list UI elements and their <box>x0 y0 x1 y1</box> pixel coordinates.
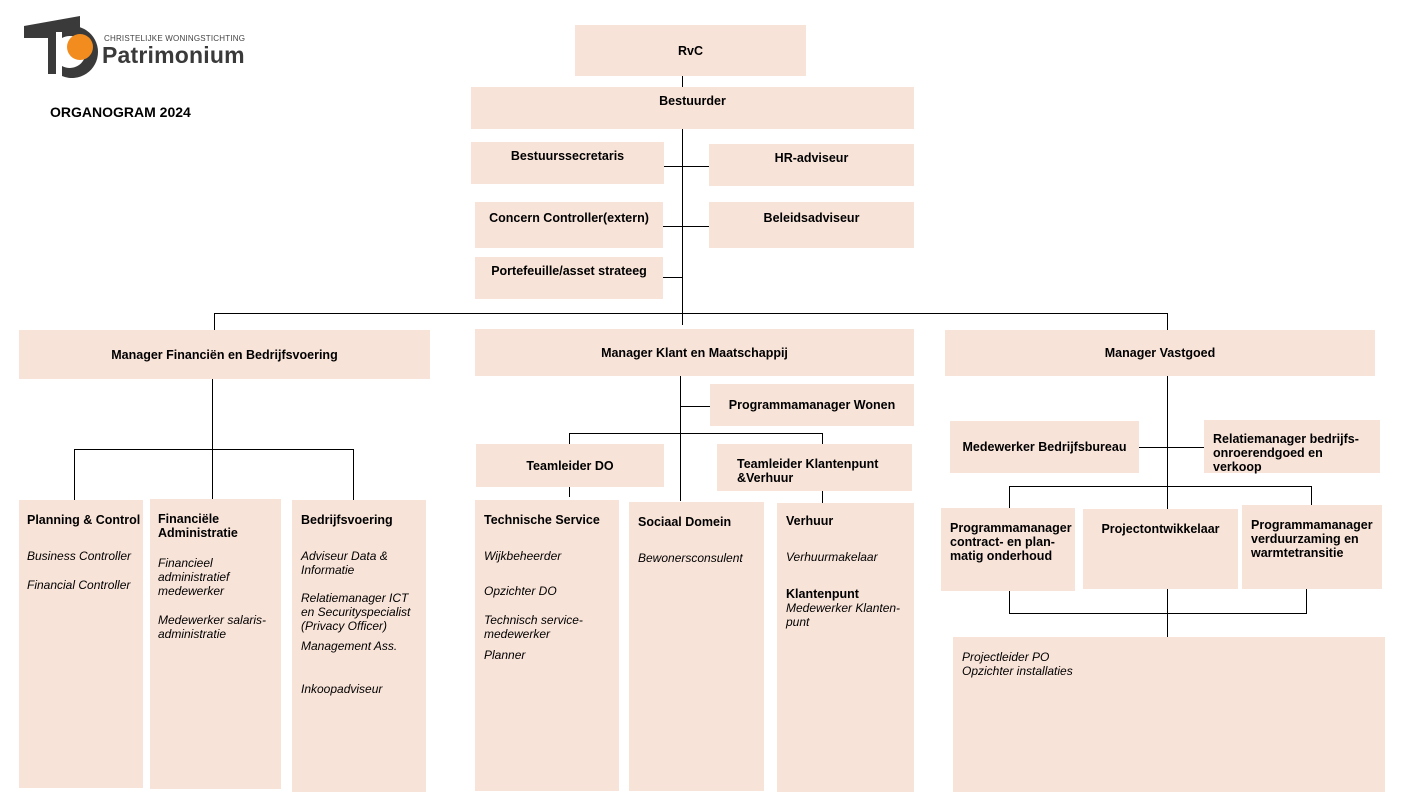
role-item: Adviseur Data & Informatie <box>301 549 388 577</box>
connector-line <box>1009 613 1307 614</box>
projectleider-box[interactable]: Projectleider PO Opzichter installaties <box>953 637 1385 792</box>
sociaal-domein-box[interactable]: Sociaal Domein Bewonersconsulent <box>629 502 764 791</box>
relatiemanager-label: Relatiemanager bedrijfs-onroerendgoed en… <box>1213 432 1359 474</box>
bedrijfsbureau-box[interactable]: Medewerker Bedrijfsbureau <box>950 421 1139 473</box>
klantenpunt-title: Klantenpunt <box>786 587 859 601</box>
connector-line <box>682 76 683 87</box>
manager-vastgoed-label: Manager Vastgoed <box>1104 346 1216 360</box>
financiele-administratie-box[interactable]: Financiële Administratie Financieel admi… <box>150 499 281 789</box>
teamleider-klantenpunt-label: Teamleider Klantenpunt &Verhuur <box>737 457 879 485</box>
manager-vastgoed-box[interactable]: Manager Vastgoed <box>945 330 1375 376</box>
connector-line <box>822 433 823 444</box>
role-item: Business Controller <box>27 549 132 563</box>
manager-klant-box[interactable]: Manager Klant en Maatschappij <box>475 329 914 376</box>
connector-line <box>664 166 709 167</box>
logo-subtitle: CHRISTELIJKE WONINGSTICHTING <box>104 34 246 43</box>
projectontwikkelaar-label: Projectontwikkelaar <box>1101 522 1220 536</box>
pm-onderhoud-label: Programmamanager contract- en plan-matig… <box>950 521 1072 563</box>
connector-line <box>1139 447 1204 448</box>
connector-line <box>74 449 354 450</box>
financiele-administratie-title: Financiële Administratie <box>158 512 238 540</box>
role-item: Medewerker salaris-administratie <box>158 613 267 641</box>
connector-line <box>822 491 823 503</box>
connector-line <box>663 226 709 227</box>
bestuurder-label: Bestuurder <box>659 94 726 108</box>
manager-financien-box[interactable]: Manager Financiën en Bedrijfsvoering <box>19 330 430 379</box>
manager-financien-label: Manager Financiën en Bedrijfsvoering <box>111 347 338 362</box>
portefeuille-label: Portefeuille/asset strateeg <box>491 264 647 278</box>
role-item: Management Ass. <box>301 639 398 653</box>
logo: CHRISTELIJKE WONINGSTICHTING Patrimonium <box>22 14 252 78</box>
rvc-box[interactable]: RvC <box>575 25 806 76</box>
teamleider-do-label: Teamleider DO <box>526 458 614 473</box>
projectontwikkelaar-box[interactable]: Projectontwikkelaar <box>1083 509 1238 589</box>
connector-line <box>74 449 75 500</box>
manager-klant-label: Manager Klant en Maatschappij <box>601 345 788 360</box>
connector-line <box>1009 486 1312 487</box>
programmamanager-wonen-box[interactable]: Programmamanager Wonen <box>710 384 914 426</box>
technische-service-title: Technische Service <box>484 513 600 527</box>
connector-line <box>1009 591 1010 613</box>
bedrijfsbureau-label: Medewerker Bedrijfsbureau <box>962 440 1127 454</box>
connector-line <box>682 129 683 325</box>
connector-line <box>353 449 354 500</box>
teamleider-do-box[interactable]: Teamleider DO <box>476 444 664 487</box>
connector-line <box>680 376 681 501</box>
beleidsadviseur-box[interactable]: Beleidsadviseur <box>709 202 914 248</box>
role-item: Medewerker Klanten-punt <box>786 601 901 629</box>
connector-line <box>569 433 570 444</box>
bedrijfsvoering-box[interactable]: Bedrijfsvoering Adviseur Data & Informat… <box>292 500 426 792</box>
connector-line <box>663 277 682 278</box>
role-item: Inkoopadviseur <box>301 682 383 696</box>
pm-verduurzaming-label: Programmamanager verduurzaming en warmte… <box>1251 518 1373 560</box>
hr-adviseur-box[interactable]: HR-adviseur <box>709 144 914 186</box>
beleidsadviseur-label: Beleidsadviseur <box>763 211 860 225</box>
teamleider-klantenpunt-box[interactable]: Teamleider Klantenpunt &Verhuur <box>717 444 912 491</box>
bedrijfsvoering-title: Bedrijfsvoering <box>301 513 393 527</box>
connector-line <box>680 406 710 407</box>
bestuurder-box[interactable]: Bestuurder <box>471 87 914 129</box>
connector-line <box>214 313 1168 314</box>
pm-verduurzaming-box[interactable]: Programmamanager verduurzaming en warmte… <box>1242 505 1382 589</box>
connector-line <box>1311 486 1312 506</box>
connector-line <box>569 433 823 434</box>
role-item: Opzichter DO <box>484 584 557 598</box>
role-item: Financial Controller <box>27 578 131 592</box>
page-title: ORGANOGRAM 2024 <box>50 104 191 120</box>
role-item: Projectleider PO <box>962 650 1050 664</box>
role-item: Wijkbeheerder <box>484 549 562 563</box>
role-item: Verhuurmakelaar <box>786 550 878 564</box>
role-item: Opzichter installaties <box>962 664 1073 678</box>
role-item: Financieel administratief medewerker <box>158 556 230 598</box>
planning-control-box[interactable]: Planning & Control Business Controller F… <box>19 500 143 788</box>
rvc-label: RvC <box>677 43 703 58</box>
connector-line <box>1306 589 1307 613</box>
bestuurssecretaris-box[interactable]: Bestuurssecretaris <box>471 142 664 184</box>
programmamanager-wonen-label: Programmamanager Wonen <box>728 398 896 412</box>
role-item: Relatiemanager ICT en Securityspecialist… <box>301 591 411 633</box>
role-item: Planner <box>484 648 526 662</box>
planning-control-title: Planning & Control <box>27 513 141 527</box>
connector-line <box>1009 486 1010 508</box>
verhuur-box[interactable]: Verhuur Verhuurmakelaar Klantenpunt Mede… <box>777 503 914 792</box>
verhuur-title: Verhuur <box>786 514 834 528</box>
logo-mark-icon <box>24 16 98 78</box>
portefeuille-box[interactable]: Portefeuille/asset strateeg <box>475 257 663 299</box>
connector-line <box>1167 376 1168 637</box>
role-item: Technisch service-medewerker <box>484 613 583 641</box>
connector-line <box>569 487 570 497</box>
pm-onderhoud-box[interactable]: Programmamanager contract- en plan-matig… <box>941 508 1075 591</box>
technische-service-box[interactable]: Technische Service Wijkbeheerder Opzicht… <box>475 500 619 791</box>
logo-name: Patrimonium <box>102 42 245 68</box>
sociaal-domein-title: Sociaal Domein <box>638 515 732 529</box>
connector-line <box>214 313 215 330</box>
connector-line <box>212 379 213 499</box>
role-item: Bewonersconsulent <box>638 551 743 565</box>
concern-controller-label: Concern Controller(extern) <box>489 211 649 225</box>
connector-line <box>1167 313 1168 330</box>
hr-adviseur-label: HR-adviseur <box>774 151 849 165</box>
bestuurssecretaris-label: Bestuurssecretaris <box>510 149 625 163</box>
relatiemanager-box[interactable]: Relatiemanager bedrijfs-onroerendgoed en… <box>1204 420 1380 474</box>
concern-controller-box[interactable]: Concern Controller(extern) <box>475 202 663 248</box>
